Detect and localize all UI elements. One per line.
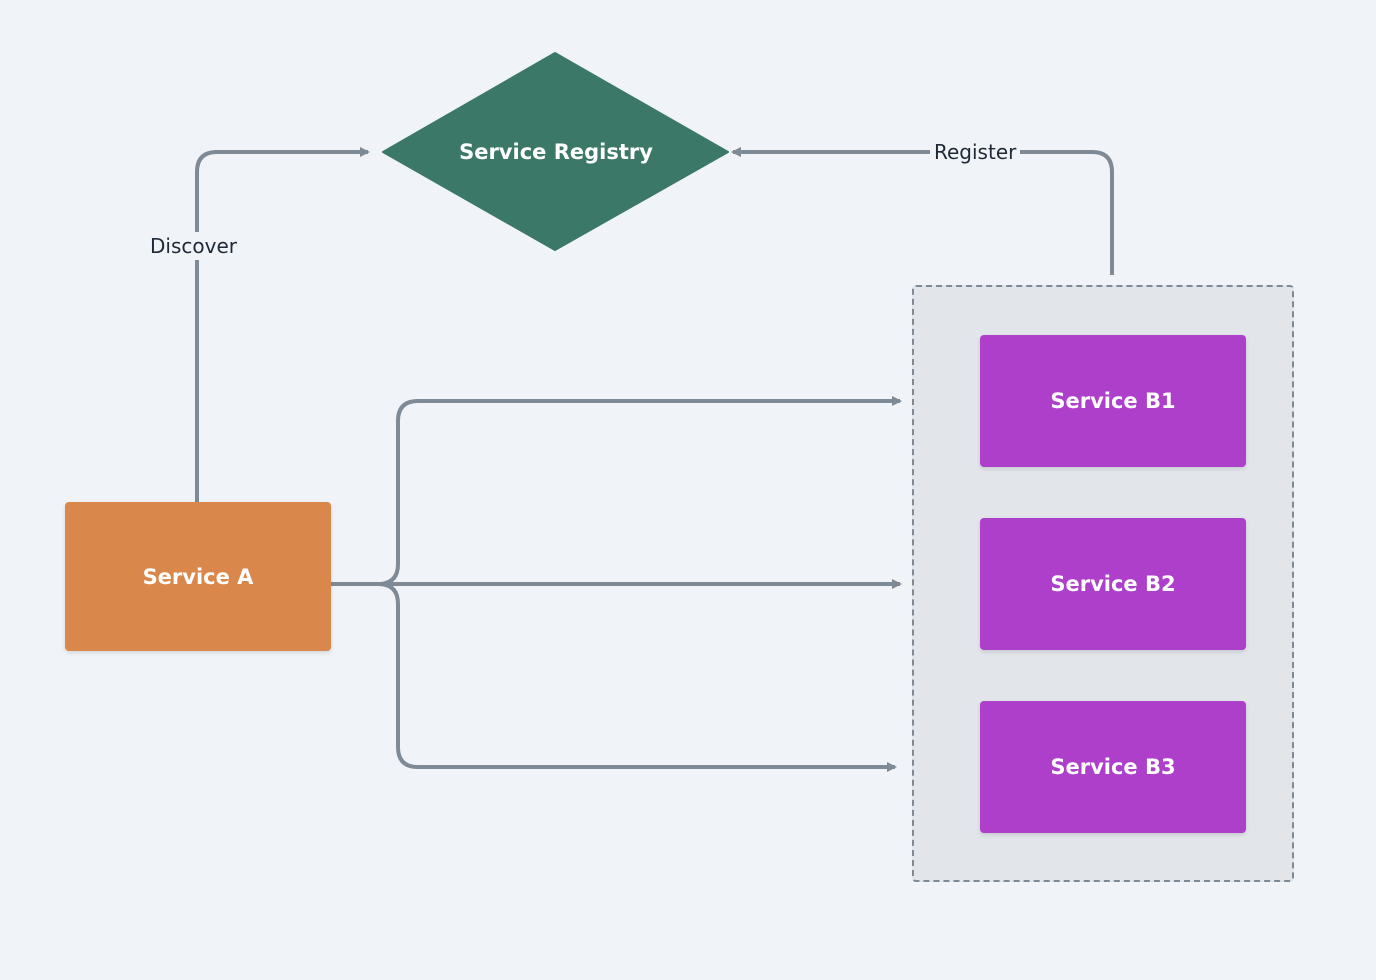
service-a-label: Service A [142,564,254,589]
service-b1-label: Service B1 [1050,389,1176,413]
register-connector [731,147,1114,275]
a-to-b3-connector [330,582,897,772]
service-registry-label: Service Registry [459,140,653,164]
service-b3-label: Service B3 [1050,755,1176,779]
service-b3-node[interactable]: Service B3 [980,701,1246,833]
service-a-node[interactable]: Service A [65,502,331,651]
service-b2-label: Service B2 [1050,572,1176,596]
service-b2-node[interactable]: Service B2 [980,518,1246,650]
register-edge-label: Register [930,138,1021,166]
a-to-b1-connector [330,396,902,586]
discover-edge-label: Discover [146,232,241,260]
service-b1-node[interactable]: Service B1 [980,335,1246,467]
service-registry-shape[interactable] [382,52,729,251]
discover-connector [195,147,370,502]
